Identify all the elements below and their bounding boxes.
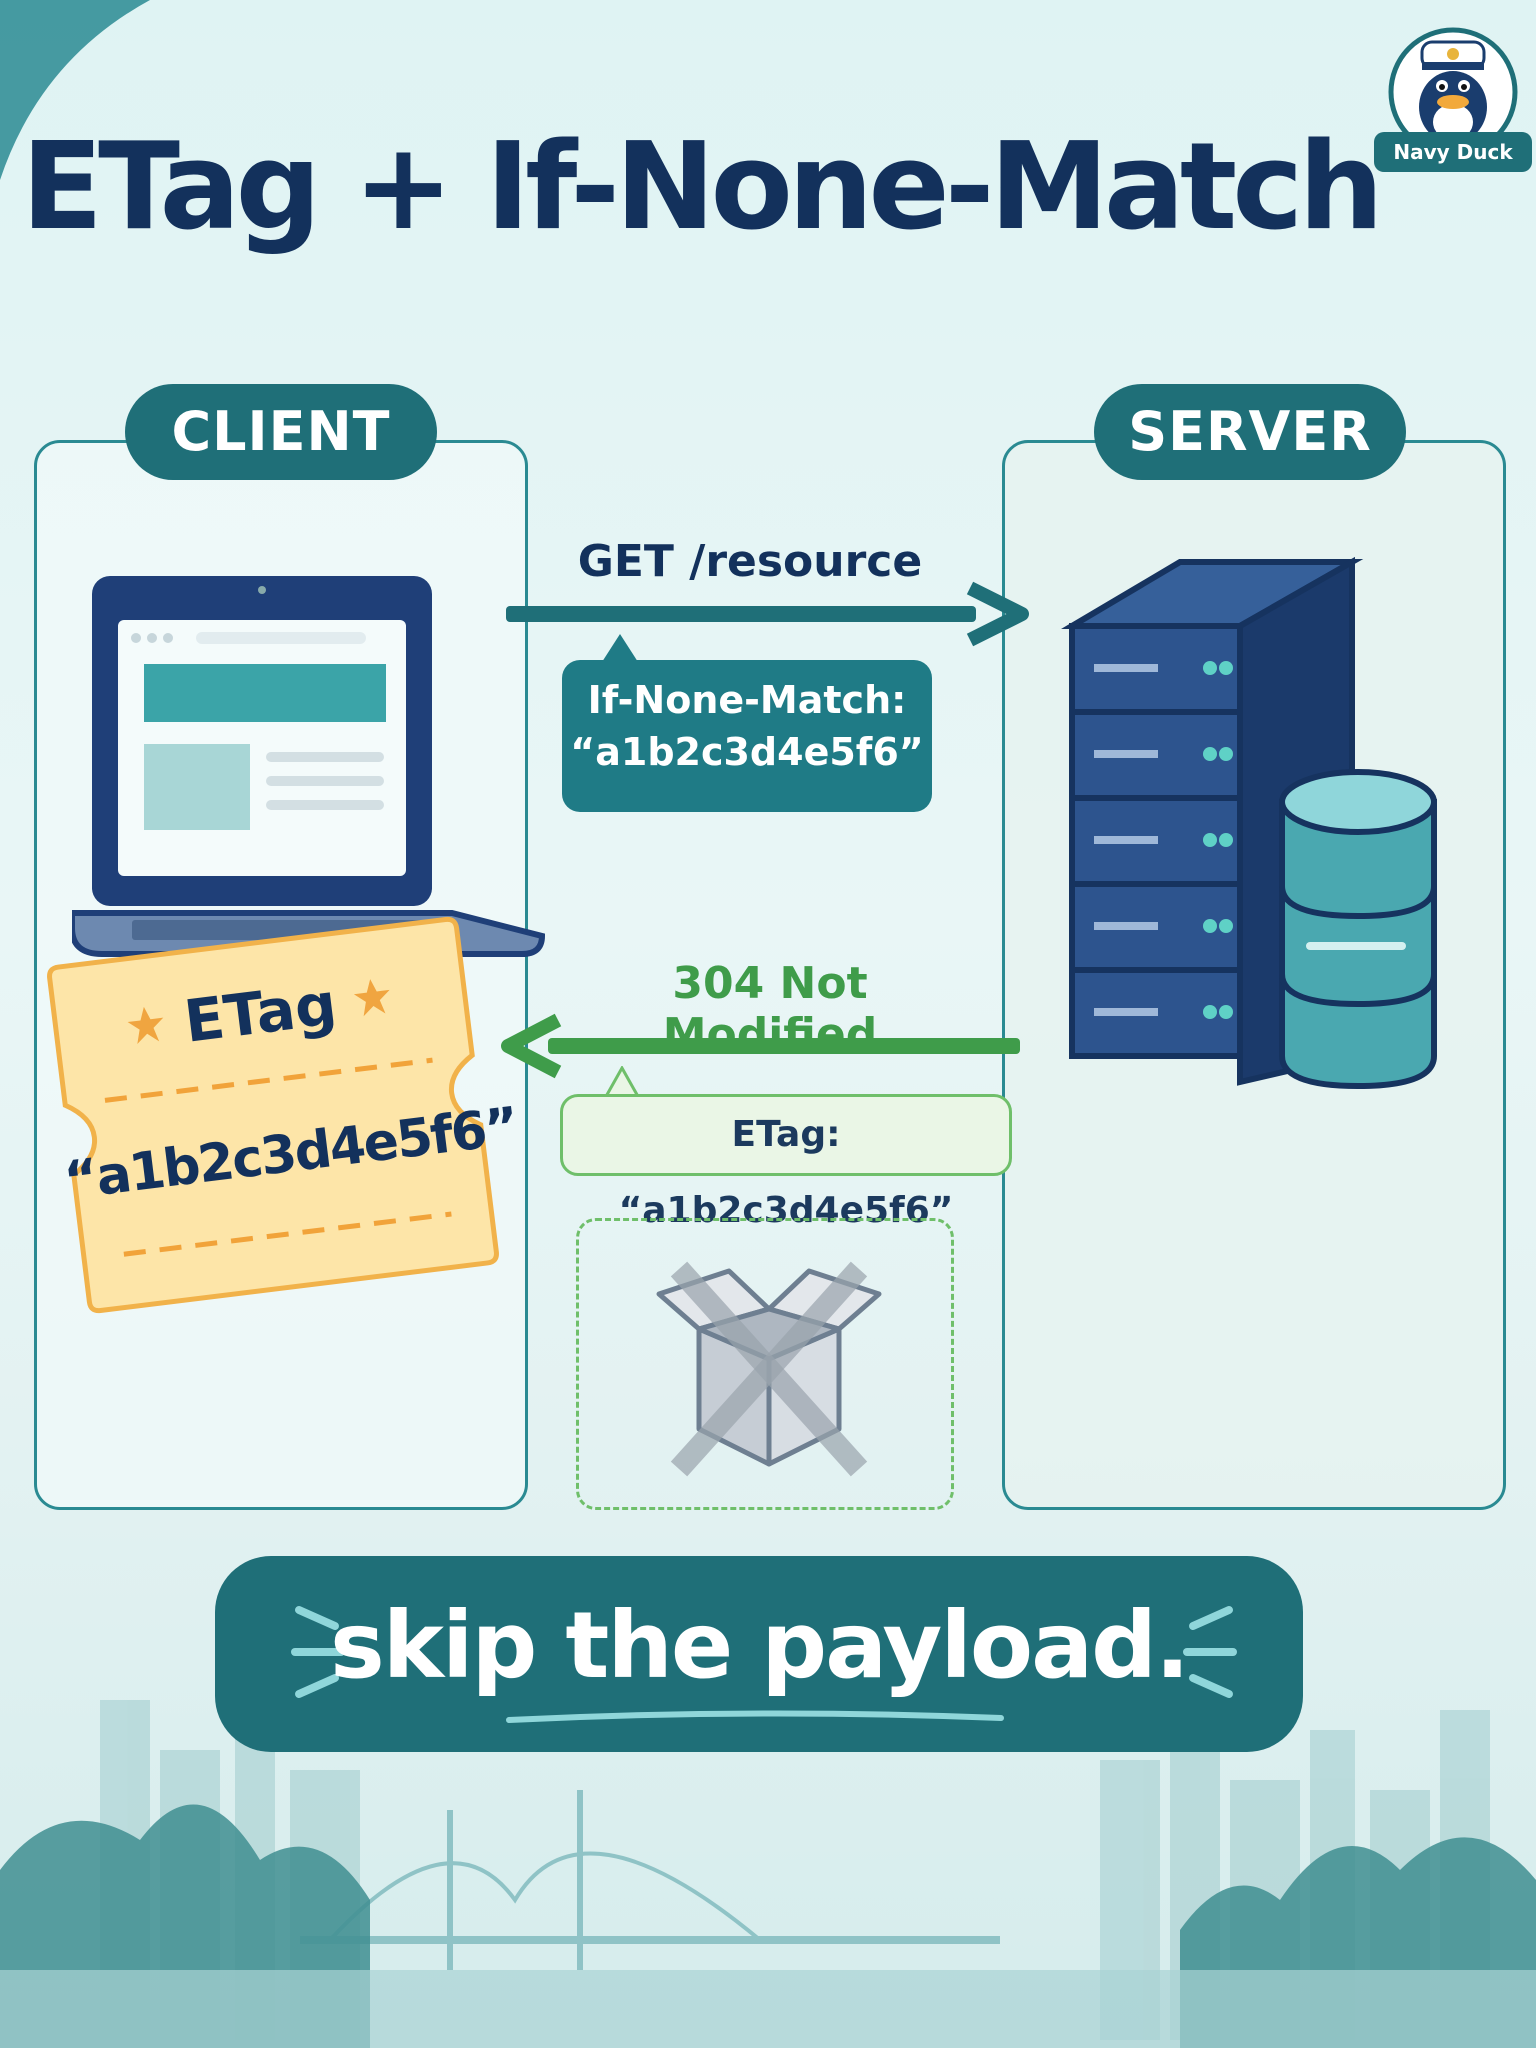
page-title: ETag + If-None-Match	[21, 118, 1384, 257]
laptop-icon	[72, 576, 546, 957]
tagline: skip the payload.	[330, 1592, 1190, 1699]
server-rack-icon	[1061, 556, 1437, 1090]
database-icon	[1279, 769, 1437, 1090]
request-label: GET /resource	[577, 536, 923, 587]
payload-area	[576, 1218, 954, 1510]
response-bubble-pointer	[602, 1066, 642, 1100]
request-header-bubble: If-None-Match: “a1b2c3d4e5f6”	[562, 660, 932, 812]
request-bubble-pointer	[602, 634, 638, 662]
star-icon	[127, 1006, 164, 1045]
sparkle-left-icon	[291, 1606, 345, 1698]
response-header-bubble: ETag: “a1b2c3d4e5f6”	[560, 1094, 1012, 1231]
client-label: CLIENT	[125, 384, 437, 480]
crossed-box-icon	[656, 1261, 882, 1477]
tagline-underline	[506, 1710, 1004, 1723]
ticket-shape	[47, 916, 499, 1314]
star-icon	[353, 979, 390, 1017]
navy-duck-logo: Navy Duck	[1374, 22, 1532, 172]
etag-ticket: ETag “a1b2c3d4e5f6”	[37, 905, 521, 1325]
if-none-match-value: “a1b2c3d4e5f6”	[570, 730, 924, 774]
request-arrow	[506, 581, 1029, 647]
response-arrow	[501, 1013, 1020, 1079]
logo-label: Navy Duck	[1374, 132, 1532, 172]
city-skyline-background	[0, 1680, 1536, 2048]
duck-mascot-icon	[1388, 27, 1518, 157]
tagline-banner: skip the payload.	[215, 1556, 1303, 1752]
if-none-match-header: If-None-Match:	[587, 678, 907, 722]
corner-wave-decoration	[0, 0, 150, 180]
response-label: 304 Not Modified	[662, 958, 878, 1060]
sparkle-right-icon	[1183, 1606, 1237, 1698]
server-label: SERVER	[1094, 384, 1406, 480]
